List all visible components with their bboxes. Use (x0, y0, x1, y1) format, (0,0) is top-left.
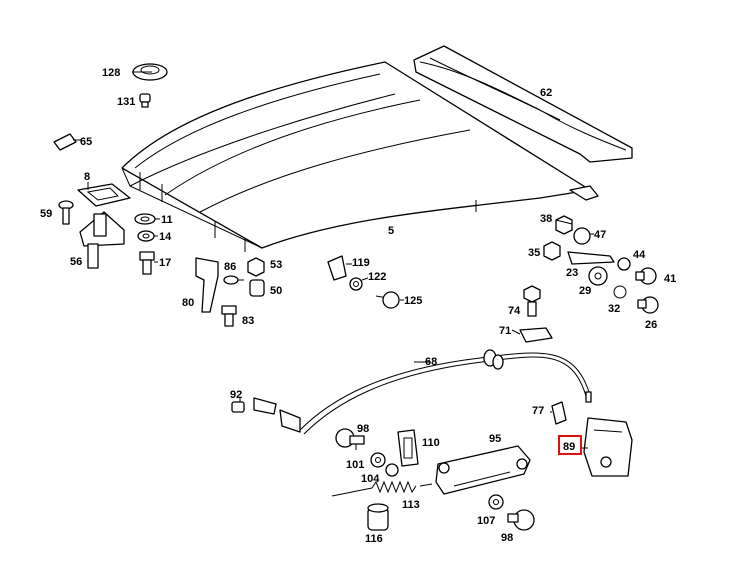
spacer-44[interactable] (617, 257, 631, 271)
callout-113[interactable]: 113 (402, 499, 420, 511)
callout-80[interactable]: 80 (182, 297, 194, 309)
callout-68[interactable]: 68 (425, 356, 437, 368)
washer-47[interactable] (573, 227, 591, 245)
nut-53[interactable] (247, 257, 265, 277)
knob-98-lower[interactable] (507, 509, 535, 531)
washer-122[interactable] (349, 277, 363, 291)
callout-104[interactable]: 104 (361, 473, 380, 485)
washer-11[interactable] (134, 213, 156, 225)
washer-14[interactable] (137, 230, 155, 242)
callout-83[interactable]: 83 (242, 315, 254, 327)
callout-98-upper[interactable]: 98 (357, 423, 369, 435)
callout-89[interactable]: 89 (563, 441, 575, 453)
lever-95[interactable] (435, 445, 531, 495)
bolt-74[interactable] (523, 285, 541, 317)
ring-32[interactable] (613, 285, 627, 299)
bolt-83[interactable] (221, 305, 237, 327)
callout-32[interactable]: 32 (608, 303, 620, 315)
callout-62[interactable]: 62 (540, 87, 552, 99)
hinge-56[interactable] (79, 211, 125, 269)
callout-8[interactable]: 8 (84, 171, 90, 183)
callout-23[interactable]: 23 (566, 267, 578, 279)
callout-125[interactable]: 125 (404, 295, 422, 307)
washer-101[interactable] (370, 452, 386, 468)
hood-support-80[interactable] (195, 257, 219, 313)
callout-131[interactable]: 131 (117, 96, 135, 108)
callout-92[interactable]: 92 (230, 389, 242, 401)
washer-107[interactable] (488, 494, 504, 510)
callout-11[interactable]: 11 (161, 214, 173, 226)
nut-35[interactable] (543, 241, 561, 261)
callout-14[interactable]: 14 (159, 231, 172, 243)
bumper-116[interactable] (367, 503, 389, 531)
lever-23[interactable] (567, 251, 615, 265)
clip-65[interactable] (53, 133, 77, 151)
callout-labels: 128 131 65 62 8 59 11 14 56 17 5 38 47 3… (40, 67, 676, 545)
callout-119[interactable]: 119 (352, 257, 370, 269)
callout-116[interactable]: 116 (365, 533, 383, 545)
plug-131[interactable] (139, 93, 151, 108)
spring-113[interactable] (331, 480, 433, 497)
clip-110[interactable] (397, 429, 419, 467)
washer-29[interactable] (588, 266, 608, 286)
bolt-26[interactable] (637, 296, 659, 314)
bracket-71[interactable] (519, 327, 553, 343)
callout-38[interactable]: 38 (540, 213, 552, 225)
hood-seal-strip[interactable] (413, 45, 633, 163)
callout-56[interactable]: 56 (70, 256, 82, 268)
bolt-17[interactable] (139, 251, 155, 275)
lock-89[interactable] (583, 417, 633, 477)
callout-122[interactable]: 122 (368, 271, 386, 283)
bushing-50[interactable] (249, 279, 265, 297)
hinge-plate-8[interactable] (77, 183, 131, 207)
callout-128[interactable]: 128 (102, 67, 120, 79)
nut-38[interactable] (555, 215, 573, 235)
callout-29[interactable]: 29 (579, 285, 591, 297)
callout-35[interactable]: 35 (528, 247, 540, 259)
knob-98-upper[interactable] (335, 428, 365, 448)
callout-110[interactable]: 110 (422, 437, 440, 449)
callout-101[interactable]: 101 (346, 459, 364, 471)
release-cable-68[interactable] (299, 349, 592, 435)
bracket-119[interactable] (327, 255, 347, 281)
callout-98-lower[interactable]: 98 (501, 532, 513, 544)
callout-77[interactable]: 77 (532, 405, 544, 417)
callout-59[interactable]: 59 (40, 208, 52, 220)
callout-89-highlight (558, 435, 582, 455)
callout-26[interactable]: 26 (645, 319, 657, 331)
callout-86[interactable]: 86 (224, 261, 236, 273)
callout-71[interactable]: 71 (499, 325, 511, 337)
callout-17[interactable]: 17 (159, 257, 171, 269)
screw-77[interactable] (551, 401, 567, 425)
screw-125[interactable] (375, 291, 400, 309)
callout-53[interactable]: 53 (270, 259, 282, 271)
callout-47[interactable]: 47 (594, 229, 606, 241)
hood-panel[interactable] (121, 61, 599, 252)
callout-50[interactable]: 50 (270, 285, 282, 297)
callout-41[interactable]: 41 (664, 273, 676, 285)
callout-107[interactable]: 107 (477, 515, 495, 527)
bolt-41[interactable] (635, 267, 657, 285)
callout-74[interactable]: 74 (508, 305, 521, 317)
cable-end-92[interactable] (231, 397, 301, 433)
callout-65[interactable]: 65 (80, 136, 92, 148)
callout-44[interactable]: 44 (633, 249, 646, 261)
screw-59[interactable] (58, 200, 74, 225)
washer-104[interactable] (385, 463, 399, 477)
callout-95[interactable]: 95 (489, 433, 501, 445)
spring-washer-86[interactable] (223, 275, 239, 285)
callout-lines (73, 71, 594, 450)
callout-5[interactable]: 5 (388, 225, 394, 237)
